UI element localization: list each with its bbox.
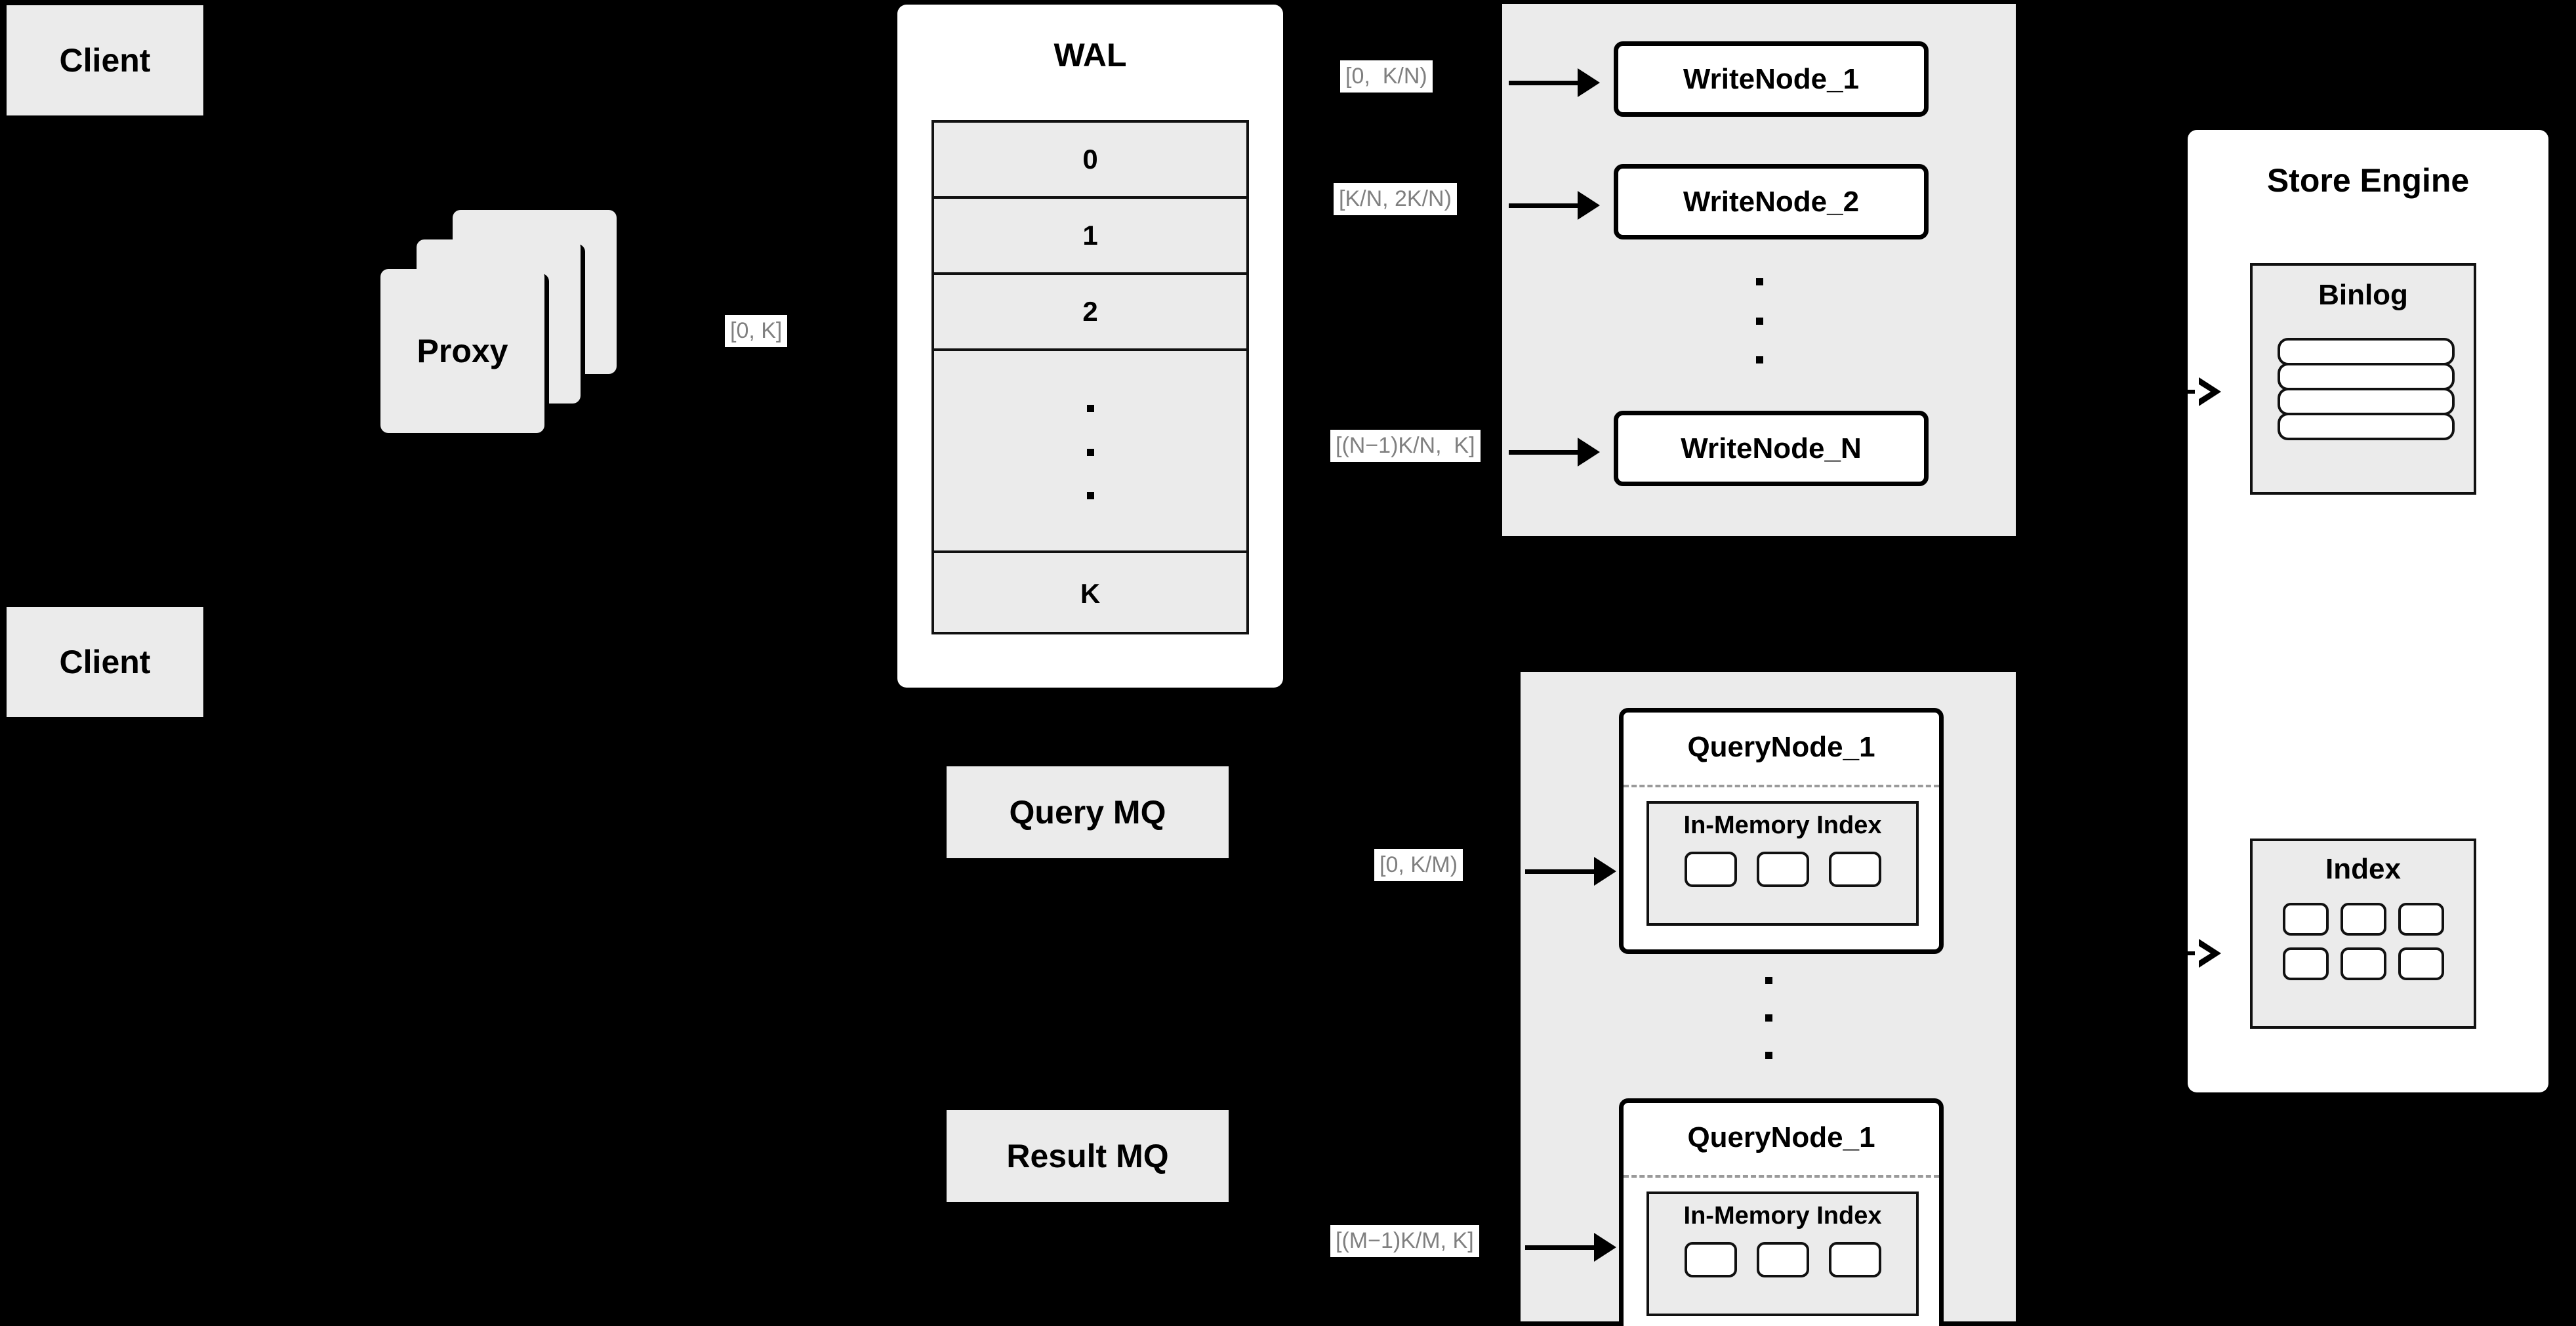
store-engine-card: Store Engine Binlog Index [2188, 130, 2548, 1092]
query-node-1[interactable]: QueryNode_1 In-Memory Index [1619, 708, 1944, 954]
arrow-line-writenode-n [1509, 450, 1581, 455]
store-engine-title: Store Engine [2266, 162, 2470, 199]
arrow-line-to-index [2161, 951, 2207, 955]
index-cell-chip[interactable] [2282, 903, 2329, 936]
index-cell-chip[interactable] [2282, 947, 2329, 980]
vertical-ellipsis-icon [1087, 405, 1094, 499]
arrow-head-writenode-2 [1578, 191, 1600, 220]
client-label-2: Client [59, 644, 151, 680]
index-cell-chip[interactable] [2398, 947, 2444, 980]
query-node-separator [1624, 1175, 1939, 1178]
proxy-range-label: [0, K] [725, 315, 788, 348]
wal-entry-label: 1 [1082, 220, 1098, 251]
client-box-1[interactable]: Client [7, 5, 203, 115]
arrow-head-hollow-to-binlog [2195, 377, 2221, 406]
client-label-1: Client [59, 42, 151, 79]
arrow-line-writenode-1 [1509, 81, 1581, 85]
result-mq-label: Result MQ [1006, 1138, 1169, 1174]
arrow-line-writenode-2 [1509, 203, 1581, 208]
write-node-2[interactable]: WriteNode_2 [1614, 164, 1929, 239]
arrow-line-querynode-m [1525, 1245, 1597, 1250]
range-label-writenode-2: [K/N, 2K/N) [1334, 183, 1457, 216]
wal-entry-label: 0 [1082, 144, 1098, 175]
in-memory-index-panel-1: In-Memory Index [1646, 801, 1919, 926]
store-index-panel: Index [2250, 839, 2476, 1029]
index-cell-chip[interactable] [2398, 903, 2444, 936]
write-node-label: WriteNode_N [1681, 432, 1862, 465]
arrow-head-writenode-n [1578, 438, 1600, 466]
arrow-head-hollow-to-index [2195, 939, 2221, 968]
result-mq-box[interactable]: Result MQ [947, 1110, 1229, 1202]
wal-entry-row[interactable]: 0 [934, 123, 1246, 199]
wal-title: WAL [1053, 37, 1127, 73]
range-label-querynode-1: [0, K/M) [1374, 849, 1463, 882]
in-memory-index-panel-2: In-Memory Index [1646, 1191, 1919, 1316]
write-node-1[interactable]: WriteNode_1 [1614, 41, 1929, 117]
write-node-n[interactable]: WriteNode_N [1614, 411, 1929, 486]
index-segment-chip[interactable] [1756, 852, 1809, 887]
wal-card: WAL 0 1 2 K [897, 5, 1283, 688]
query-mq-box[interactable]: Query MQ [947, 766, 1229, 858]
range-label-writenode-1: [0, K/N) [1340, 60, 1433, 93]
write-node-label: WriteNode_2 [1683, 185, 1860, 218]
query-node-separator [1624, 785, 1939, 787]
binlog-row[interactable] [2278, 363, 2455, 390]
wal-entry-row[interactable]: 1 [934, 199, 1246, 275]
binlog-row[interactable] [2278, 413, 2455, 440]
arrow-head-writenode-1 [1578, 68, 1600, 97]
index-segment-chip[interactable] [1828, 852, 1881, 887]
binlog-panel: Binlog [2250, 263, 2476, 495]
binlog-row-stack [2278, 338, 2455, 440]
arrow-line-to-binlog [2161, 390, 2207, 394]
index-cell-chip[interactable] [2340, 903, 2386, 936]
wal-entry-table: 0 1 2 K [931, 120, 1249, 634]
index-segment-chip[interactable] [1828, 1242, 1881, 1277]
query-mq-label: Query MQ [1009, 794, 1166, 831]
range-label-querynode-m: [(M−1)K/M, K] [1330, 1225, 1479, 1258]
query-node-label: QueryNode_1 [1687, 731, 1875, 763]
binlog-row[interactable] [2278, 338, 2455, 365]
query-node-label: QueryNode_1 [1687, 1121, 1875, 1153]
index-segment-chip[interactable] [1684, 1242, 1737, 1277]
binlog-row[interactable] [2278, 388, 2455, 415]
index-segment-chip[interactable] [1684, 852, 1737, 887]
wal-entry-row[interactable]: K [934, 553, 1246, 634]
proxy-card-front[interactable]: Proxy [380, 269, 544, 433]
wal-entry-row[interactable]: 2 [934, 275, 1246, 351]
wal-entry-label: 2 [1082, 296, 1098, 327]
client-box-2[interactable]: Client [7, 607, 203, 717]
arrow-head-querynode-1 [1594, 857, 1616, 886]
proxy-stack[interactable]: Proxy [380, 210, 643, 433]
in-memory-index-label: In-Memory Index [1683, 812, 1882, 839]
proxy-label: Proxy [417, 333, 508, 369]
in-memory-index-label: In-Memory Index [1683, 1202, 1882, 1230]
proxy-to-wal-connector [640, 342, 666, 346]
store-index-label: Index [2325, 853, 2401, 885]
write-node-vertical-ellipsis-icon [1755, 278, 1763, 363]
index-cell-chip[interactable] [2340, 947, 2386, 980]
binlog-label: Binlog [2318, 279, 2408, 311]
query-node-m[interactable]: QueryNode_1 In-Memory Index [1619, 1098, 1944, 1326]
query-node-cluster: QueryNode_1 In-Memory Index QueryNode_1 … [1521, 672, 2016, 1326]
wal-ellipsis-row [934, 351, 1246, 553]
arrow-head-querynode-m [1594, 1233, 1616, 1262]
query-node-vertical-ellipsis-icon [1765, 977, 1772, 1059]
arrow-line-querynode-1 [1525, 869, 1597, 874]
index-segment-chip[interactable] [1756, 1242, 1809, 1277]
range-label-writenode-n: [(N−1)K/N, K] [1330, 430, 1481, 463]
wal-entry-label: K [1080, 578, 1101, 609]
write-node-label: WriteNode_1 [1683, 62, 1860, 95]
